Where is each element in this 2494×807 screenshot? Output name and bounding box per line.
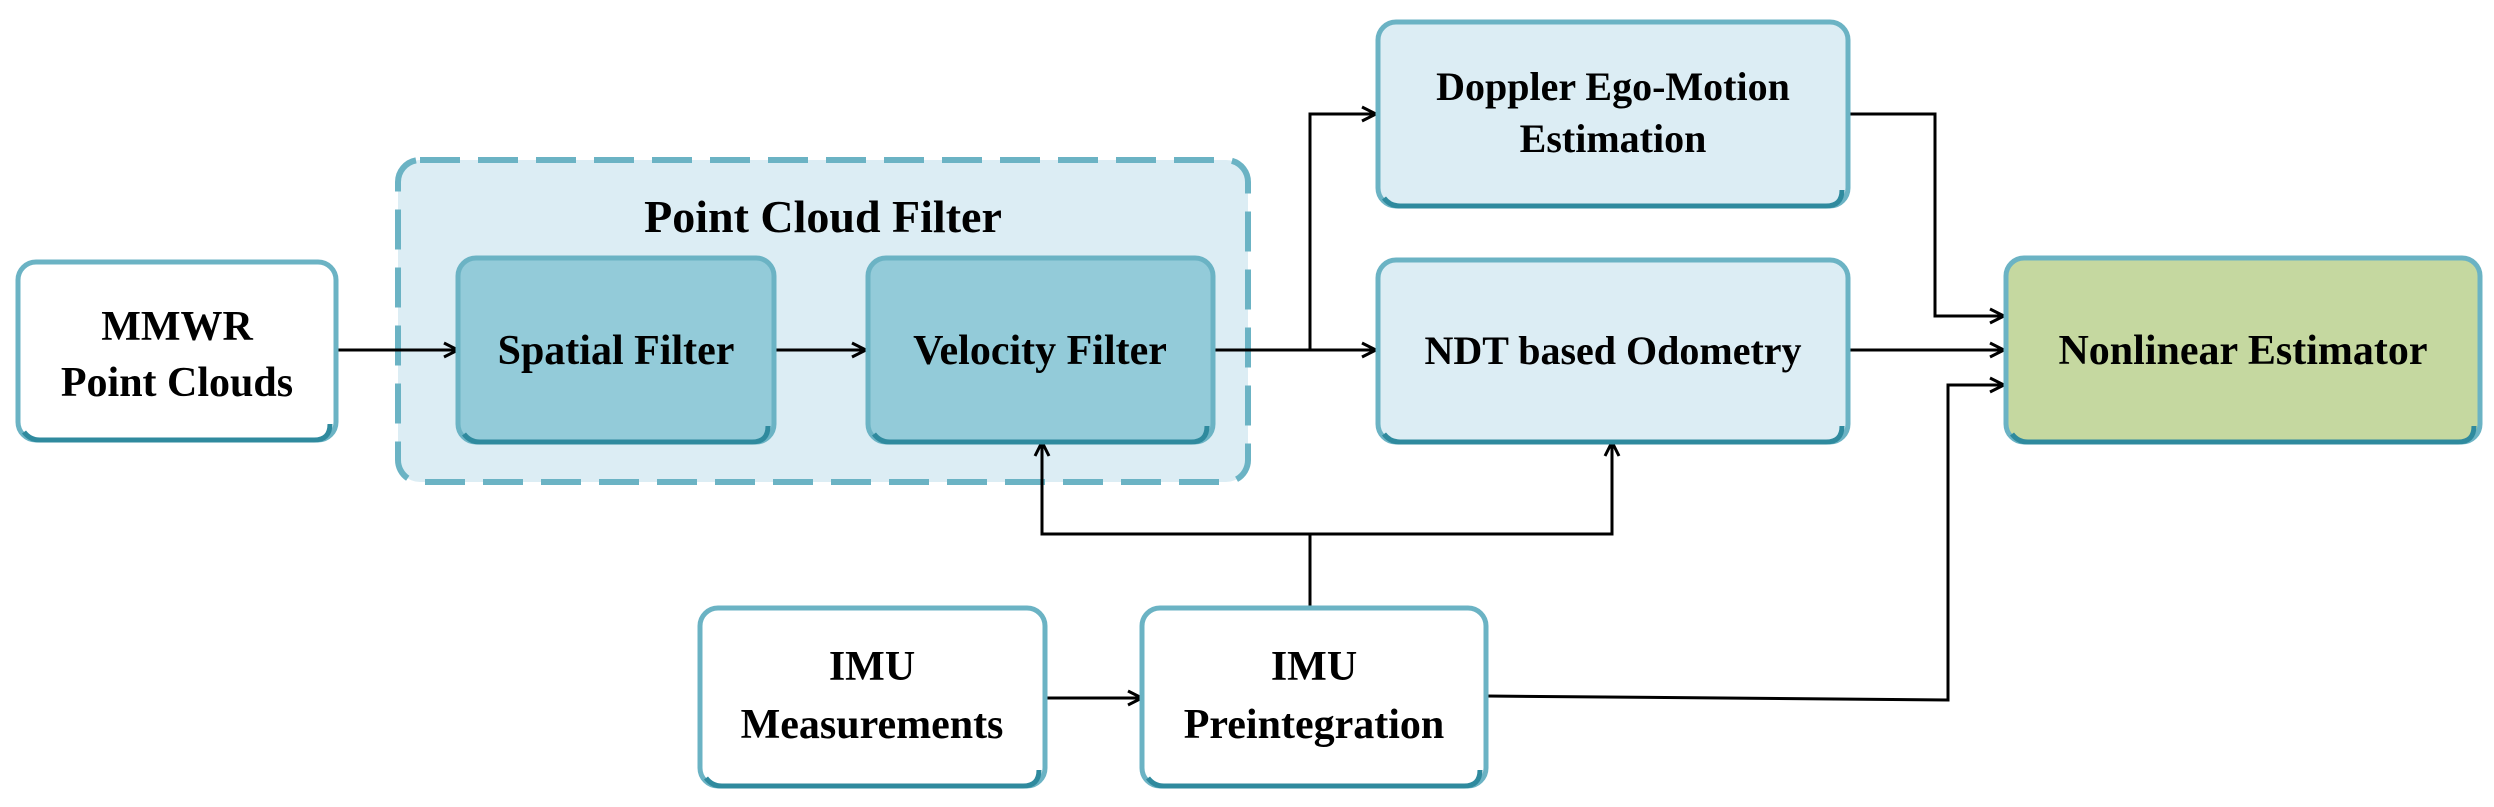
node-spatial-filter: Spatial Filter (455, 255, 777, 445)
imu-preintegration-line-2: Preintegration (1184, 702, 1445, 748)
mmwr-line-2: Point Clouds (61, 360, 293, 406)
edge-imupre-to-nonlinear (1485, 385, 2004, 702)
doppler-line-1: Doppler Ego-Motion (1436, 64, 1790, 109)
nonlinear-estimator-label: Nonlinear Estimator (2058, 328, 2427, 374)
node-doppler-ego-motion: Doppler Ego-Motion Estimation (1375, 19, 1851, 209)
imu-preintegration-line-1: IMU (1271, 644, 1357, 690)
mmwr-line-1: MMWR (101, 304, 253, 350)
node-nonlinear-estimator: Nonlinear Estimator (2003, 255, 2483, 445)
node-velocity-filter: Velocity Filter (865, 255, 1216, 445)
edge-imupre-to-ndt (1310, 442, 1612, 536)
node-imu-preintegration: IMU Preintegration (1139, 605, 1489, 789)
edges (336, 114, 2004, 700)
edge-imupre-to-velocity (1042, 442, 1312, 608)
imu-measurements-line-1: IMU (829, 644, 915, 690)
point-cloud-filter-label: Point Cloud Filter (644, 191, 1002, 242)
node-mmwr-point-clouds: MMWR Point Clouds (15, 259, 339, 443)
imu-measurements-line-2: Measurements (741, 702, 1004, 748)
doppler-line-2: Estimation (1520, 116, 1707, 161)
velocity-filter-label: Velocity Filter (913, 328, 1167, 374)
node-ndt-odometry: NDT based Odometry (1375, 257, 1851, 445)
edge-doppler-to-nonlinear (1848, 112, 2004, 316)
spatial-filter-label: Spatial Filter (498, 328, 735, 374)
edge-velocity-to-doppler (1308, 114, 1376, 350)
ndt-odometry-label: NDT based Odometry (1424, 328, 1801, 373)
node-imu-measurements: IMU Measurements (697, 605, 1048, 789)
